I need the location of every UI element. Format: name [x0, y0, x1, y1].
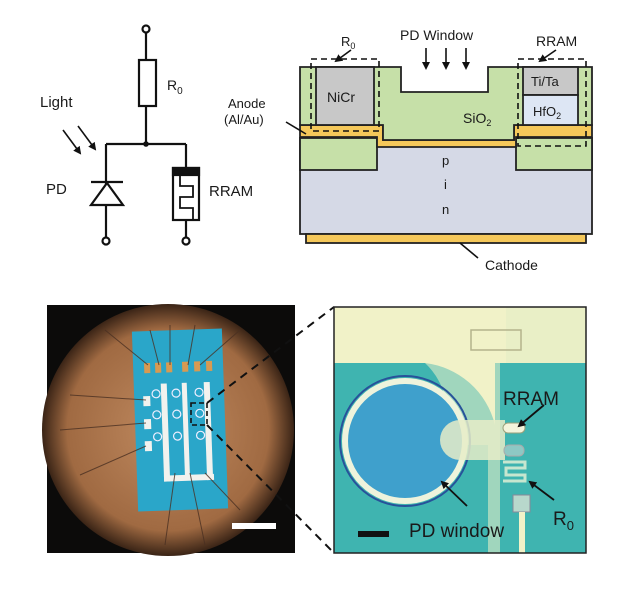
chip-metal-traces	[143, 381, 215, 482]
r0-dashed-region	[310, 58, 380, 132]
cathode-pointer-line	[459, 242, 479, 259]
r0-pad	[512, 494, 531, 513]
sensor-chip	[131, 328, 229, 512]
n-layer-label: n	[442, 202, 449, 217]
cathode-layer	[305, 233, 587, 244]
circuit-r0-label: R0	[167, 77, 183, 97]
zoomed-r0-label: R0	[553, 509, 574, 533]
anode-pointer-line	[285, 121, 307, 135]
hfo2-label: HfO2	[533, 104, 561, 121]
circuit-schematic	[62, 24, 201, 246]
right-top-region	[506, 307, 586, 363]
pd-array	[151, 387, 206, 442]
scale-bar	[232, 523, 276, 529]
sio2-label: SiO2	[463, 110, 491, 128]
r0-arrow-icon	[528, 480, 555, 501]
top-pad-outline	[470, 329, 522, 351]
device-micrograph	[42, 304, 295, 556]
rram-dashed-region	[517, 58, 587, 147]
photodiode-symbol	[88, 180, 126, 238]
rram-pad	[503, 444, 525, 457]
rram-symbol	[171, 166, 201, 238]
zoomed-pd-window-label: PD window	[409, 521, 504, 542]
cathode-label: Cathode	[485, 257, 538, 273]
light-arrow-icon	[62, 129, 82, 155]
zoomed-rram-label: RRAM	[503, 389, 559, 410]
cs-rram-label: RRAM	[536, 33, 577, 49]
pd-window-arrow-icon	[440, 480, 468, 507]
circuit-pd-label: PD	[46, 181, 67, 198]
anode-material-label: (Al/Au)	[224, 112, 264, 127]
zoom-connector-lines	[206, 306, 335, 554]
bond-pads	[143, 360, 213, 374]
cs-r0-label: R0	[341, 34, 355, 51]
rram-terminal	[181, 236, 191, 246]
circuit-light-label: Light	[40, 94, 73, 111]
nicr-block	[315, 66, 375, 126]
titana-label: Ti/Ta	[531, 74, 559, 89]
sio2-lower-right	[515, 137, 593, 171]
metal-contact-strip	[425, 363, 500, 553]
pd-terminal	[101, 236, 111, 246]
probe-wires	[59, 324, 241, 546]
rram-pointer-arrow-icon	[538, 49, 557, 63]
pd-contact	[440, 420, 505, 460]
circuit-rram-label: RRAM	[209, 183, 253, 200]
zoom-region-box	[190, 402, 208, 426]
light-arrow-icon	[77, 125, 97, 151]
pd-window-title: PD Window	[400, 27, 474, 43]
titana-block	[522, 66, 579, 96]
metal-quarter-region	[334, 363, 495, 425]
r0-pointer-arrow-icon	[334, 49, 352, 63]
anode-label: Anode	[228, 96, 266, 111]
r0-serpentine	[503, 460, 527, 483]
p-layer-label: p	[442, 153, 449, 168]
resistor-r0-symbol	[137, 58, 158, 108]
sio2-lower-left	[299, 137, 378, 171]
i-layer-label: i	[444, 177, 447, 192]
top-terminal	[141, 24, 151, 34]
zoomed-frame	[333, 306, 587, 554]
zoomed-micrograph	[333, 306, 587, 554]
bottom-trace	[519, 512, 525, 553]
zoomed-scale-bar	[358, 531, 389, 537]
nicr-label: NiCr	[327, 89, 355, 105]
hfo2-block	[522, 94, 579, 126]
rram-arrow-icon	[517, 404, 545, 428]
